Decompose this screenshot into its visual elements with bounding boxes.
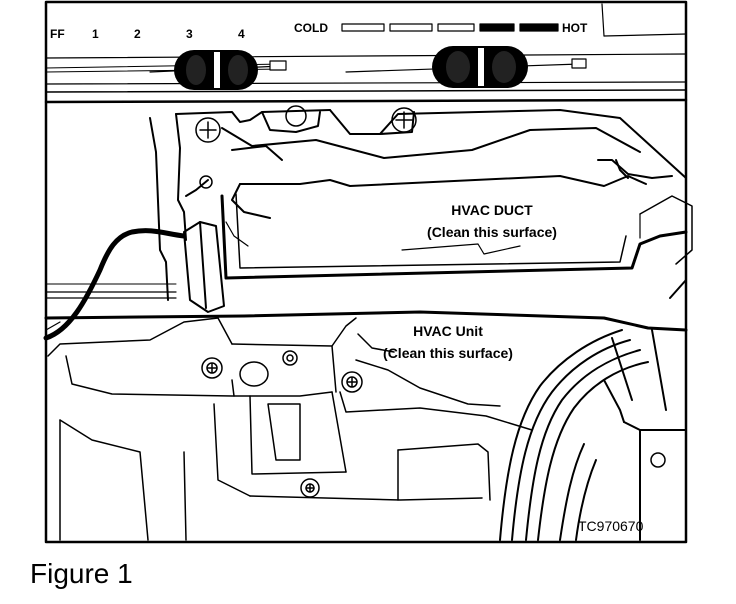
fan-label-3: 3 bbox=[186, 27, 193, 41]
screw-unit-small bbox=[282, 350, 298, 366]
screw-unit-left bbox=[201, 357, 223, 379]
fan-knob bbox=[149, 50, 287, 90]
fan-label-1: 1 bbox=[92, 27, 99, 41]
screw-upper-right bbox=[391, 107, 417, 133]
figure-frame bbox=[44, 0, 688, 544]
duct-handle bbox=[183, 221, 225, 313]
unit-top-edge bbox=[44, 283, 688, 332]
temperature-knob bbox=[345, 46, 587, 88]
wiring-harness-right bbox=[499, 329, 649, 541]
hvac-duct-label: HVAC DUCT bbox=[451, 202, 533, 218]
figure-caption: Figure 1 bbox=[30, 558, 133, 589]
hole-left bbox=[199, 175, 213, 189]
hole-right bbox=[650, 452, 666, 468]
hvac-duct-note: (Clean this surface) bbox=[427, 224, 557, 240]
control-panel bbox=[44, 3, 688, 104]
screw-upper-mid bbox=[285, 105, 307, 127]
cold-label: COLD bbox=[294, 21, 328, 35]
upper-bracket bbox=[149, 109, 687, 301]
screw-unit-right bbox=[341, 371, 363, 393]
temp-segment-2 bbox=[389, 23, 433, 32]
hvac-duct-outline bbox=[220, 193, 693, 280]
hvac-unit-body bbox=[47, 317, 533, 541]
screw-unit-bottom bbox=[300, 478, 320, 498]
hot-label: HOT bbox=[562, 21, 588, 35]
temp-segment-4 bbox=[479, 23, 515, 32]
temperature-scale: COLD HOT bbox=[294, 21, 588, 35]
temp-segment-3 bbox=[437, 23, 475, 32]
temp-segment-1 bbox=[341, 23, 385, 32]
fan-label-ff: FF bbox=[50, 27, 65, 41]
hvac-unit-label: HVAC Unit bbox=[413, 323, 483, 339]
unit-oval-hole bbox=[239, 361, 269, 387]
temp-segment-5 bbox=[519, 23, 559, 32]
hvac-unit-note: (Clean this surface) bbox=[383, 345, 513, 361]
right-bracket bbox=[603, 279, 687, 541]
screw-upper-left bbox=[195, 117, 221, 143]
fan-label-2: 2 bbox=[134, 27, 141, 41]
figure-code: TC970670 bbox=[578, 518, 644, 534]
fan-label-4: 4 bbox=[238, 27, 245, 41]
